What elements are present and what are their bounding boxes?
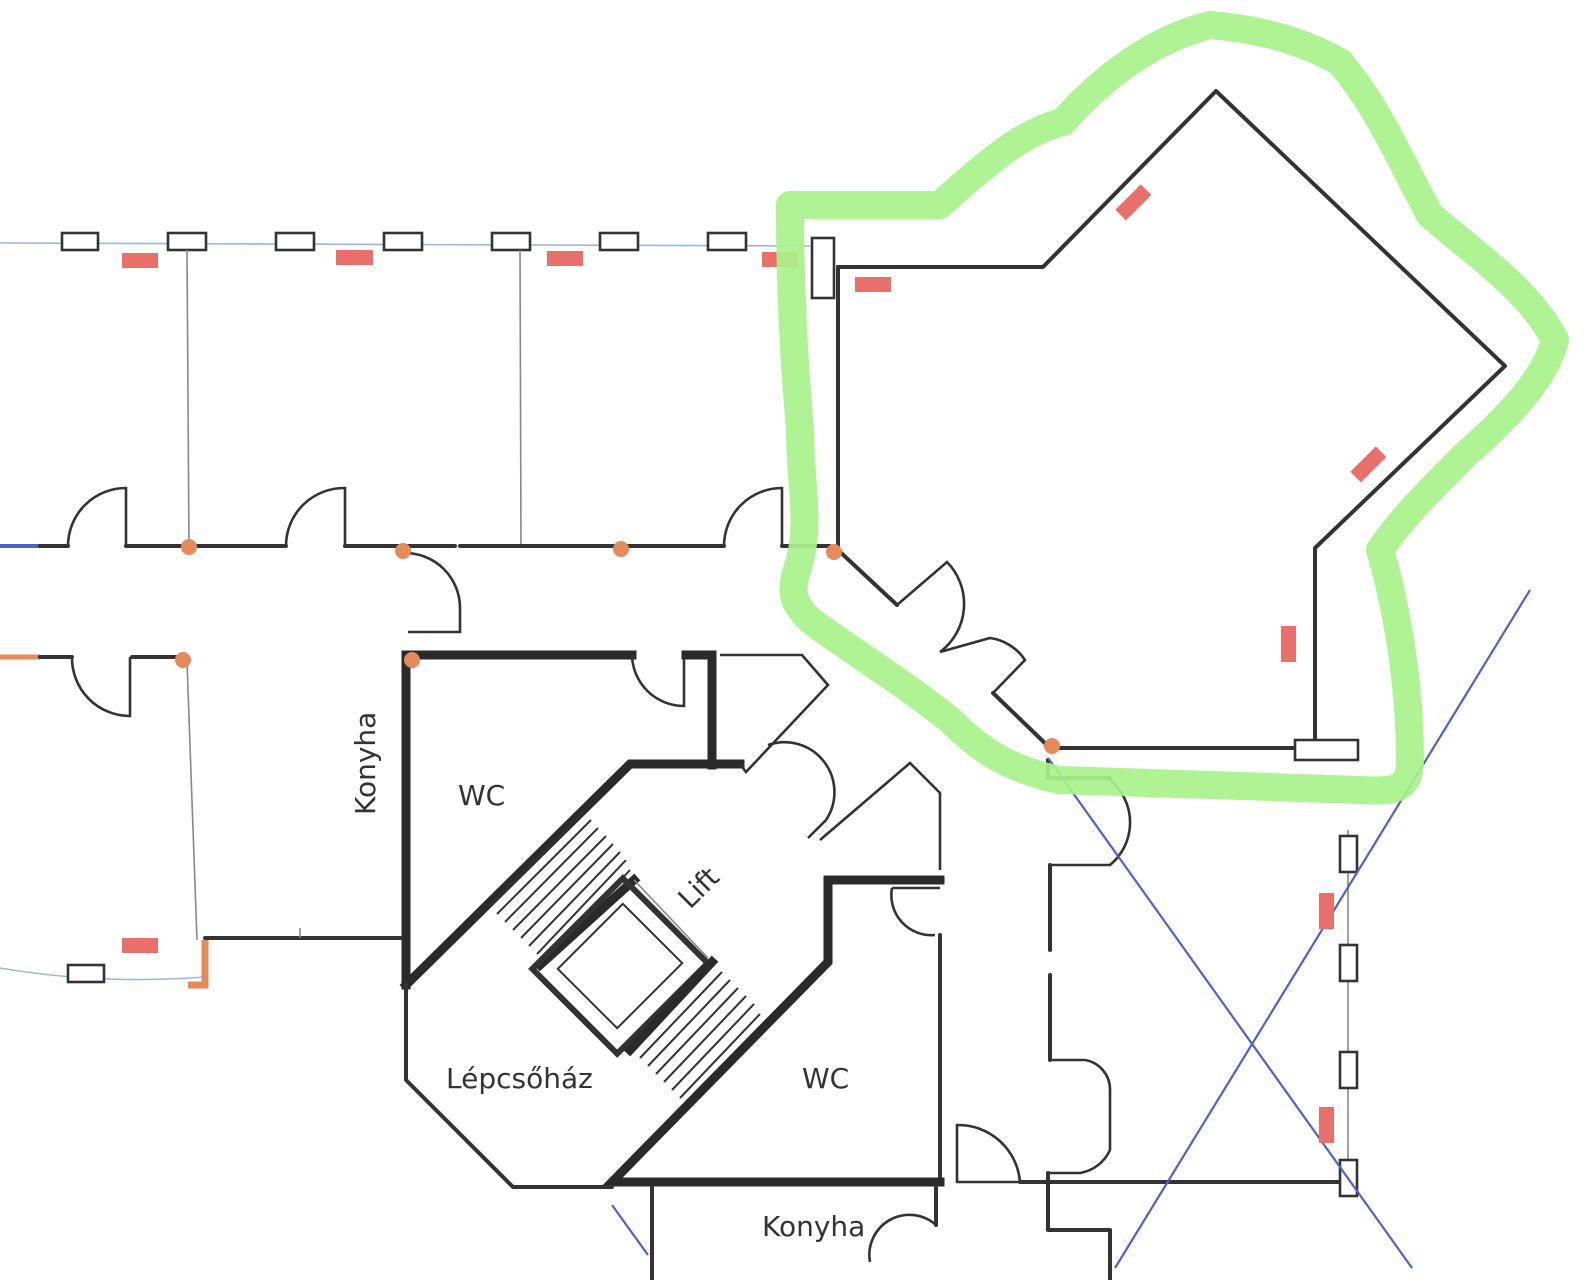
- column: [1293, 738, 1360, 762]
- node: [404, 652, 420, 668]
- window: [1338, 834, 1359, 874]
- door: [70, 656, 132, 718]
- top-facade: [0, 231, 811, 252]
- door: [896, 560, 966, 654]
- stair-treads-lower: [639, 971, 761, 1099]
- window: [1338, 943, 1359, 983]
- room-label-wc-2: WC: [802, 1062, 849, 1095]
- top-partitions: [186, 249, 522, 941]
- node: [181, 539, 197, 555]
- radiator: [122, 253, 158, 268]
- window: [598, 231, 640, 252]
- radiator: [1319, 893, 1334, 929]
- radiator: [855, 277, 891, 292]
- node: [175, 652, 191, 668]
- window: [66, 963, 106, 984]
- room-label-konyha-2: Konyha: [762, 1210, 865, 1243]
- cross-lines: [611, 589, 1531, 1269]
- radiator: [547, 251, 583, 266]
- node: [1044, 738, 1060, 754]
- door: [955, 1123, 1022, 1184]
- room-label-lepcsohaz: Lépcsőház: [446, 1062, 593, 1095]
- room-label-lift: Lift: [672, 861, 726, 915]
- radiator: [1115, 184, 1152, 221]
- node: [826, 544, 842, 560]
- room-label-wc-1: WC: [458, 779, 505, 812]
- node: [395, 543, 411, 559]
- highlight-outline: [776, 11, 1569, 805]
- door: [890, 887, 936, 937]
- corridor-wall-lower: [0, 654, 406, 989]
- door: [404, 551, 462, 634]
- door: [767, 740, 836, 839]
- right-corridor: [955, 758, 1359, 1280]
- nodes: [175, 539, 1060, 754]
- window: [274, 231, 316, 252]
- radiator: [122, 938, 158, 953]
- radiator: [1319, 1107, 1334, 1143]
- door: [939, 636, 1027, 694]
- radiator: [336, 250, 373, 265]
- door: [284, 486, 347, 547]
- window: [490, 231, 532, 252]
- door: [1048, 1058, 1112, 1175]
- central-core: [399, 650, 945, 1280]
- radiators: [122, 184, 1387, 1143]
- room-label-konyha-1: Konyha: [349, 712, 382, 815]
- window: [166, 231, 208, 252]
- window: [382, 231, 424, 252]
- node: [613, 541, 629, 557]
- door: [66, 486, 128, 547]
- radiator: [1281, 626, 1296, 662]
- window: [1338, 1050, 1359, 1090]
- door: [722, 486, 784, 547]
- corridor-wall-upper: [0, 486, 832, 634]
- radiator: [1350, 446, 1387, 483]
- window: [60, 231, 100, 252]
- column: [810, 236, 836, 300]
- door: [868, 1213, 937, 1263]
- door: [630, 654, 686, 708]
- window: [706, 231, 748, 252]
